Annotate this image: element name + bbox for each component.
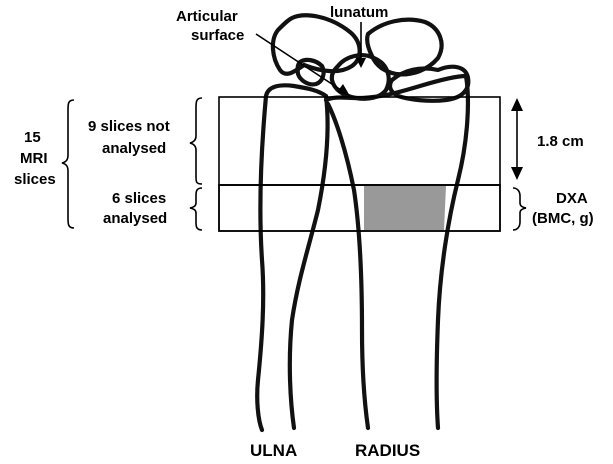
analysed-brace — [190, 188, 202, 230]
articular-surface-label-line1: Articular — [176, 8, 238, 25]
carpal-bone-left — [273, 15, 360, 73]
ulna-label: ULNA — [250, 441, 297, 460]
radius-bone — [326, 76, 468, 428]
carpal-bone-upper-right — [367, 20, 441, 75]
right-annotations: 1.8 cm DXA (BMC, g) — [511, 98, 594, 230]
dxa-region — [364, 186, 446, 230]
mri-total-brace — [62, 100, 74, 228]
ulna-bone — [257, 85, 327, 430]
radius-outer-right — [437, 76, 468, 428]
length-label: 1.8 cm — [537, 133, 584, 150]
mri-count-label: 15 — [24, 129, 41, 146]
dxa-label-line1: DXA — [556, 190, 588, 207]
dxa-label-line2: (BMC, g) — [532, 210, 594, 227]
ulna-head — [266, 85, 326, 96]
analysed-label-line1: 6 slices — [112, 190, 166, 207]
length-arrowhead-top — [511, 98, 523, 111]
ulna-outer-right — [290, 96, 328, 428]
mri-word-label: MRI — [20, 150, 48, 167]
dxa-brace — [513, 188, 526, 230]
length-arrowhead-bottom — [511, 167, 523, 180]
left-annotations: 15 MRI slices 9 slices not analysed 6 sl… — [14, 98, 202, 230]
mri-slices-label: slices — [14, 171, 56, 188]
bone-names: ULNA RADIUS — [250, 441, 420, 460]
not-analysed-brace — [190, 98, 202, 184]
radius-outer-left — [328, 104, 368, 428]
not-analysed-label-line2: analysed — [102, 140, 166, 157]
articular-surface-label-line2: surface — [191, 27, 244, 44]
radius-label: RADIUS — [355, 441, 420, 460]
articular-surface-arrow-line — [256, 34, 344, 92]
top-annotations: Articular surface lunatum — [176, 4, 388, 96]
ulna-outer-left — [257, 96, 266, 430]
lunatum-label: lunatum — [330, 4, 388, 21]
analysed-label-line2: analysed — [103, 210, 167, 227]
not-analysed-label-line1: 9 slices not — [88, 118, 170, 135]
